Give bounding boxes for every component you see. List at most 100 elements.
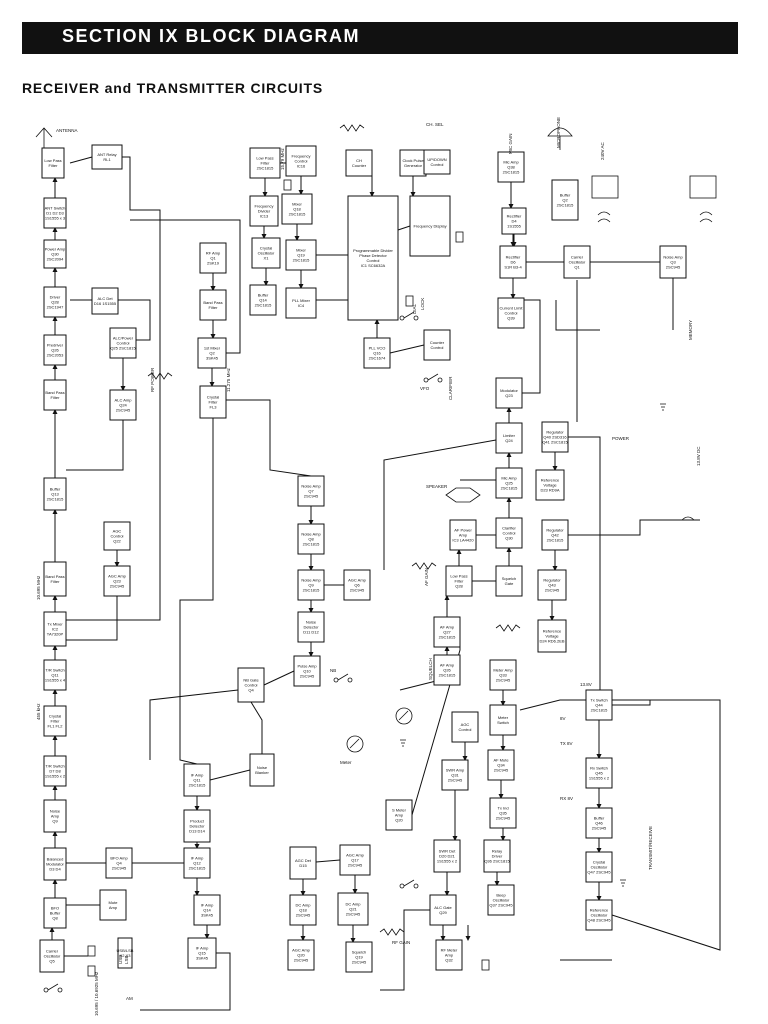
block-text: AGC Det	[295, 858, 312, 863]
wire	[380, 909, 430, 991]
block-text: Band Pass	[45, 574, 64, 579]
block-text: Q10	[303, 669, 311, 674]
block-text: 2SC945	[112, 866, 127, 871]
block-text: IF Amp	[191, 773, 204, 778]
block-text: Q46	[595, 821, 603, 826]
block-text: BFO Amp	[110, 856, 128, 861]
label-nb: NB	[330, 668, 336, 673]
block-text: D20 D21	[439, 854, 456, 859]
block-text: S Meter	[392, 808, 407, 813]
block-text: Q18	[293, 207, 301, 212]
block-text: Q4	[116, 861, 122, 866]
wire	[66, 596, 118, 641]
block-text: Control	[459, 727, 472, 732]
block-text: Filter	[261, 161, 271, 166]
block-text: 2SC1815	[503, 170, 520, 175]
block-text: CH	[356, 158, 362, 163]
block-text: 2SC945	[294, 958, 309, 963]
label-af-gain: AF GAIN	[424, 568, 429, 586]
block-text: Control	[111, 534, 124, 539]
block-text: Oscillator	[569, 260, 586, 265]
block-text: BFO	[51, 906, 59, 911]
block-text: Filter	[51, 579, 61, 584]
block-text: Q44	[595, 703, 603, 708]
block-text: Q15	[198, 951, 206, 956]
block-text: 2SC1815	[547, 538, 564, 543]
block-text: Blanker	[255, 770, 269, 775]
block-text: Regulator	[546, 430, 564, 435]
block-text: Filter	[51, 395, 61, 400]
block-text: Control	[295, 159, 308, 164]
block-text: Q7	[308, 489, 314, 494]
block-text: Q8	[308, 537, 314, 542]
block-text: 3SK45	[206, 356, 219, 361]
block-text: 2SC945	[350, 588, 365, 593]
block-text: Detector	[189, 824, 205, 829]
label-freq-bfo: 10.695 / 10.6925 MHz	[94, 971, 99, 1016]
block-text: Q25 2SC1815	[110, 346, 136, 351]
block-text: ANT Switch	[45, 206, 66, 211]
block-text: X1	[264, 256, 270, 261]
block-text: Mute	[109, 900, 119, 905]
label-lsb: LSB	[124, 955, 129, 964]
block-text: Reference	[541, 478, 560, 483]
block-text: Noise Amp	[301, 532, 321, 537]
block-text: IC4	[298, 303, 305, 308]
block-text: Q18	[299, 908, 307, 913]
block-text: Q48 2SC945	[587, 918, 611, 923]
label-rf-power: RF POWER	[150, 367, 155, 392]
block-text: Q29	[439, 910, 447, 915]
block-text: Modulator	[500, 388, 518, 393]
block-text: 2SC945	[296, 913, 311, 918]
block-text: Q6	[354, 583, 360, 588]
block-text: D23 RD9A	[540, 488, 559, 493]
block-text: Q14	[259, 298, 267, 303]
block-text: Buffer	[50, 911, 61, 916]
block-text: AGC Amp	[346, 853, 365, 858]
block-text: Q19	[297, 253, 305, 258]
block-text: Q14	[203, 908, 211, 913]
transformer-icon	[591, 175, 717, 223]
block-text: Mixer	[296, 248, 306, 253]
block-text: Oscillator	[44, 954, 61, 959]
block-text: NB Gate	[243, 678, 259, 683]
block-text: Q42	[551, 533, 559, 538]
block-text: Mixer	[292, 202, 302, 207]
label-rf-gain: RF GAIN	[392, 940, 410, 945]
block-text: 2SC945	[116, 408, 131, 413]
block-text: D16 1S1555	[94, 301, 117, 306]
block-text: Tx Mixer	[47, 622, 63, 627]
block-text: Low Pass	[256, 156, 273, 161]
wire	[130, 219, 241, 354]
block-text: Buffer	[258, 293, 269, 298]
block-text: Amp	[445, 953, 454, 958]
block-text: Detector	[303, 625, 319, 630]
block-text: Meter	[498, 715, 509, 720]
block-text: Amp	[51, 814, 60, 819]
block-text: Tx Ind	[497, 806, 508, 811]
block-text: 2SC1947	[47, 305, 64, 310]
label-am: AM	[126, 996, 133, 1001]
label-squelch: SQUELCH	[428, 658, 433, 680]
